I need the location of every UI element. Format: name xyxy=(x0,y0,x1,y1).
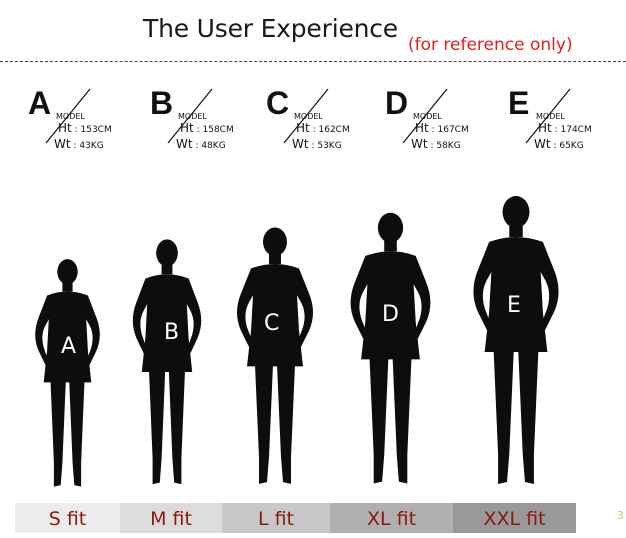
silhouette-e xyxy=(473,196,559,484)
model-silhouettes xyxy=(35,196,559,487)
figure-label-b: B xyxy=(164,320,180,345)
model-info-d: D MODEL Ht : 167CM Wt : 58KG xyxy=(385,85,495,155)
slash-mark xyxy=(45,88,91,144)
model-weight: Wt : 48KG xyxy=(176,137,226,151)
fit-bar-xxl: XXL fit xyxy=(453,503,576,533)
slash-mark xyxy=(525,88,571,144)
page-title: The User Experience xyxy=(143,14,398,43)
model-letter: A xyxy=(28,85,52,121)
page-subtitle: (for reference only) xyxy=(408,35,573,55)
model-label: MODEL xyxy=(294,112,323,121)
model-info-b: B MODEL Ht : 158CM Wt : 48KG xyxy=(150,85,260,155)
silhouette-d xyxy=(350,212,431,484)
model-info-a: A MODEL Ht : 153CM Wt : 43KG xyxy=(28,85,138,155)
figure-label-e: E xyxy=(507,293,521,318)
figure-label-d: D xyxy=(382,302,399,327)
fit-bar-m: M fit xyxy=(120,503,222,533)
fit-label: XXL fit xyxy=(483,508,546,530)
fit-label: S fit xyxy=(48,508,87,530)
model-weight: Wt : 43KG xyxy=(54,137,104,151)
fit-label: L fit xyxy=(257,508,295,530)
model-info-c: C MODEL Ht : 162CM Wt : 53KG xyxy=(266,85,376,155)
slash-mark xyxy=(283,88,329,144)
model-label: MODEL xyxy=(56,112,85,121)
model-letter: C xyxy=(266,85,290,121)
model-height: Ht : 158CM xyxy=(180,121,234,135)
model-letter: B xyxy=(150,85,174,121)
silhouette-a xyxy=(35,259,100,487)
slash-mark xyxy=(167,88,213,144)
fit-bar-l: L fit xyxy=(222,503,330,533)
corner-mark: 3 xyxy=(617,509,624,522)
dashed-divider xyxy=(0,61,626,62)
model-info-e: E MODEL Ht : 174CM Wt : 65KG xyxy=(508,85,618,155)
model-label: MODEL xyxy=(413,112,442,121)
model-weight: Wt : 58KG xyxy=(411,137,461,151)
figure-label-a: A xyxy=(61,334,77,359)
model-height: Ht : 174CM xyxy=(538,121,592,135)
model-label: MODEL xyxy=(536,112,565,121)
model-height: Ht : 167CM xyxy=(415,121,469,135)
model-letter: D xyxy=(385,85,409,121)
model-height: Ht : 162CM xyxy=(296,121,350,135)
model-weight: Wt : 65KG xyxy=(534,137,584,151)
fit-bar-xl: XL fit xyxy=(330,503,453,533)
model-weight: Wt : 53KG xyxy=(292,137,342,151)
silhouette-c xyxy=(237,227,313,484)
slash-mark xyxy=(402,88,448,144)
figure-label-c: C xyxy=(264,311,280,336)
fit-label: XL fit xyxy=(366,508,417,530)
fit-label: M fit xyxy=(150,508,192,530)
model-letter: E xyxy=(508,85,530,121)
fit-bar-s: S fit xyxy=(15,503,120,533)
model-label: MODEL xyxy=(178,112,207,121)
model-height: Ht : 153CM xyxy=(58,121,112,135)
silhouette-b xyxy=(132,239,202,485)
